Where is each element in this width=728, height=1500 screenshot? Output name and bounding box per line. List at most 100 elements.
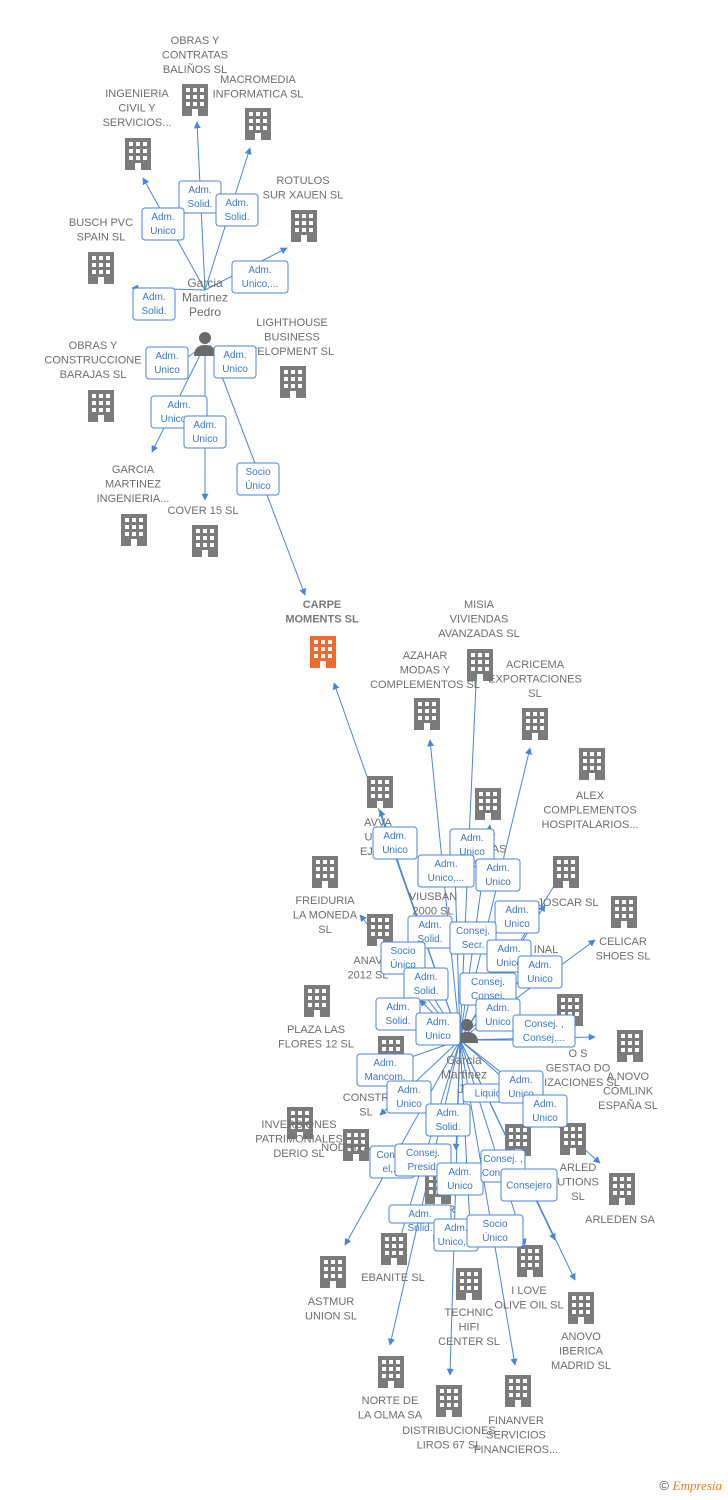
relation-text: Adm. <box>426 1017 449 1028</box>
relation-label[interactable]: Adm.Unico,... <box>417 854 475 888</box>
company-label: OBRAS Y <box>171 35 220 47</box>
person-label: Martinez <box>182 291 228 305</box>
company-node[interactable]: ALEXCOMPLEMENTOSHOSPITALARIOS... <box>542 748 639 831</box>
relation-text: Adm. <box>155 351 178 362</box>
relation-text: Consejero <box>506 1181 552 1192</box>
relation-label[interactable]: Adm.Unico,... <box>231 260 289 294</box>
relation-label[interactable]: Consej. ,Consej.... <box>512 1014 576 1048</box>
company-node[interactable]: GARCIAMARTINEZINGENIERIA... <box>97 464 170 546</box>
company-node[interactable]: EBANITE SL <box>361 1233 425 1284</box>
relation-label[interactable]: Adm.Unico <box>517 955 563 989</box>
relation-label[interactable]: Adm.Solid. <box>388 1204 452 1234</box>
relation-box <box>236 462 280 496</box>
relation-label[interactable]: Adm.Solid. <box>215 193 259 227</box>
relation-label[interactable]: Consej.Secr. <box>449 921 497 955</box>
company-node[interactable]: JOSCAR SL <box>537 856 599 909</box>
relation-text: Único <box>245 479 271 492</box>
company-label: VIUSBAN <box>409 891 457 903</box>
relation-text: Adm. <box>486 1003 509 1014</box>
relation-label[interactable]: Adm.Solid. <box>425 1103 471 1137</box>
relation-text: Adm. <box>248 265 271 276</box>
company-node[interactable]: INAL <box>534 944 558 956</box>
relation-label[interactable]: Adm.Unico <box>141 207 185 241</box>
company-node[interactable]: COVER 15 SL <box>168 505 239 557</box>
relation-label[interactable]: Adm.Unico <box>522 1094 568 1128</box>
relation-text: Consej. <box>406 1148 440 1159</box>
relation-label[interactable]: Adm.Solid. <box>407 915 453 949</box>
company-label: OLIVE OIL SL <box>494 1300 563 1312</box>
relation-label[interactable]: Adm.Solid. <box>132 287 176 321</box>
relation-label[interactable]: Adm.Unico <box>494 900 540 934</box>
company-node[interactable]: ARLEDEN SA <box>585 1173 656 1226</box>
company-node[interactable]: NODRIZA <box>321 1129 371 1161</box>
relation-text: Adm. <box>188 185 211 196</box>
relation-text: Socio <box>482 1219 507 1230</box>
relation-label[interactable]: Adm.Unico <box>372 826 418 860</box>
relation-box <box>415 1012 461 1046</box>
relation-label[interactable]: Consejero <box>500 1168 558 1202</box>
company-label: COVER 15 SL <box>168 505 239 517</box>
company-label: UTIONS <box>557 1177 599 1189</box>
relation-label[interactable]: Adm.Unico <box>449 828 495 862</box>
relation-label[interactable]: Adm.Unico <box>183 415 227 449</box>
relation-label[interactable]: Adm.Mancom. <box>356 1053 414 1087</box>
relation-label[interactable]: Adm.Unico <box>213 345 257 379</box>
relation-label[interactable]: Adm.Solid. <box>178 180 222 214</box>
company-label: SUR XAUEN SL <box>263 190 344 202</box>
company-label: EXPORTACIONES <box>488 674 582 686</box>
company-label: MARTINEZ <box>105 479 161 491</box>
brand-logo[interactable]: Empresia <box>672 1478 722 1493</box>
company-label: PLAZA LAS <box>287 1024 345 1036</box>
relation-label[interactable]: Adm.Unico <box>415 1012 461 1046</box>
company-label: SHOES SL <box>595 951 650 963</box>
relation-label[interactable]: Adm.Unico <box>436 1162 484 1196</box>
company-label: ASTMUR <box>308 1296 355 1308</box>
building-icon <box>456 1268 482 1300</box>
relation-text: Solid. <box>224 212 249 223</box>
relation-text: Unico <box>154 365 180 376</box>
company-label: SL <box>318 924 331 936</box>
company-label: GARCIA <box>112 464 155 476</box>
relation-label[interactable]: Adm.Solid. <box>403 967 449 1001</box>
relation-label[interactable]: Adm.Solid. <box>375 997 421 1031</box>
relation-label[interactable]: Adm.Unico <box>475 858 521 892</box>
relation-box <box>517 955 563 989</box>
company-label: BUSCH PVC <box>69 217 133 229</box>
relation-label[interactable]: Adm.Unico <box>386 1080 432 1114</box>
company-node[interactable]: FINANVERSERVICIOSFINANCIEROS... <box>474 1375 558 1456</box>
relation-box <box>132 287 176 321</box>
company-label: INGENIERIA <box>105 88 169 100</box>
relation-label[interactable]: Adm. Unico <box>145 346 189 380</box>
relation-text: Unico <box>504 919 530 930</box>
